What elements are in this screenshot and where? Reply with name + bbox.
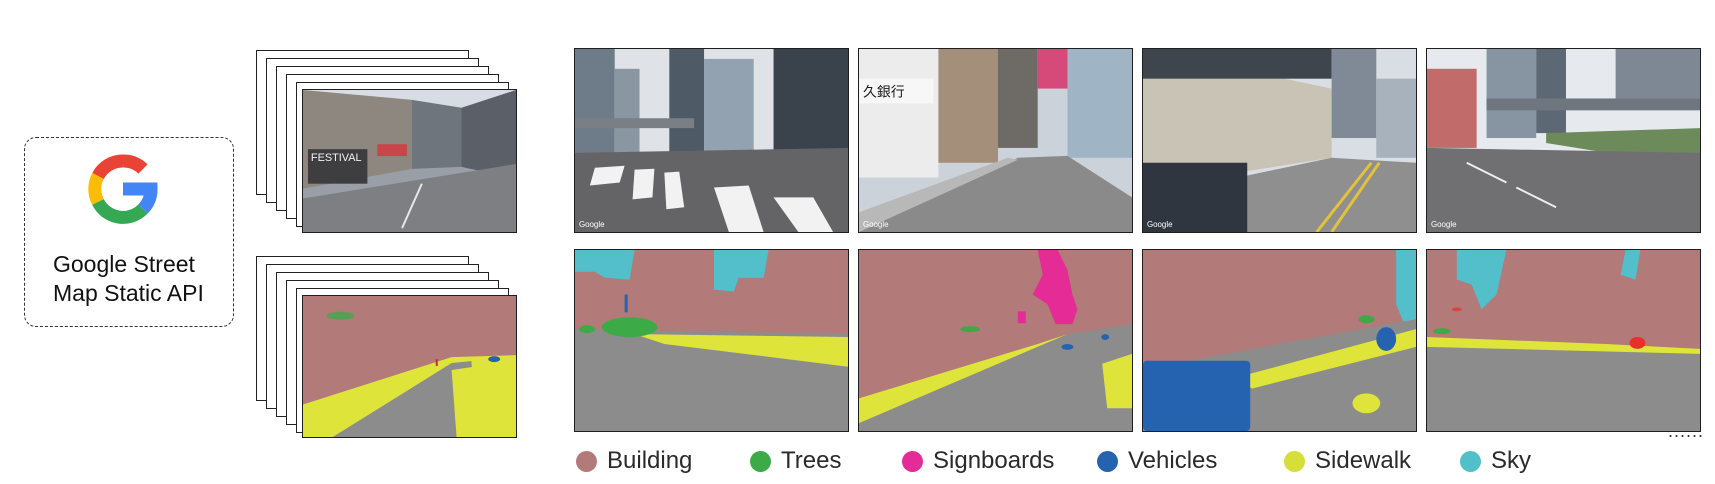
street-photo-3: Google (1142, 48, 1417, 233)
legend-swatch (1284, 450, 1305, 472)
photo-watermark: Google (863, 220, 889, 229)
legend-swatch (1097, 450, 1118, 472)
stack-top-segmentation (302, 295, 517, 438)
api-label-line1: Google Street (53, 251, 195, 277)
legend-item-sidewalk: Sidewalk (1284, 446, 1411, 476)
api-label: Google Street Map Static API (25, 250, 235, 308)
google-g-icon (88, 154, 158, 224)
legend-label: Signboards (933, 447, 1055, 474)
photo-watermark: Google (579, 220, 605, 229)
segmentation-map-1 (574, 249, 849, 432)
legend-item-building: Building (576, 446, 692, 476)
segmentation-map-3 (1142, 249, 1417, 432)
segmentation-map-2 (858, 249, 1133, 432)
more-indicator: ...... (1668, 421, 1705, 441)
street-photo-4: Google (1426, 48, 1701, 233)
svg-text:久銀行: 久銀行 (863, 85, 905, 101)
legend-item-vehicles: Vehicles (1097, 446, 1217, 476)
legend-label: Trees (781, 447, 842, 474)
street-photo-2: 久銀行 Google (858, 48, 1133, 233)
legend-item-sky: Sky (1460, 446, 1531, 476)
api-label-line2: Map Static API (53, 280, 204, 306)
legend-label: Sky (1491, 447, 1532, 474)
segmentation-map-4 (1426, 249, 1701, 432)
legend-label: Building (607, 447, 693, 474)
photo-watermark: Google (1147, 220, 1173, 229)
street-photo-1: Google (574, 48, 849, 233)
svg-text:FESTIVAL: FESTIVAL (311, 152, 362, 164)
legend-swatch (576, 450, 597, 472)
legend-item-signboards: Signboards (902, 446, 1054, 476)
legend-item-trees: Trees (750, 446, 841, 476)
legend-swatch (750, 450, 771, 472)
stack-top-photo: FESTIVAL (302, 89, 517, 233)
api-source-box: Google Street Map Static API (24, 137, 234, 327)
legend-swatch (902, 450, 923, 472)
legend-label: Vehicles (1128, 447, 1218, 474)
legend-label: Sidewalk (1315, 447, 1412, 474)
photo-watermark: Google (1431, 220, 1457, 229)
legend-swatch (1460, 450, 1481, 472)
